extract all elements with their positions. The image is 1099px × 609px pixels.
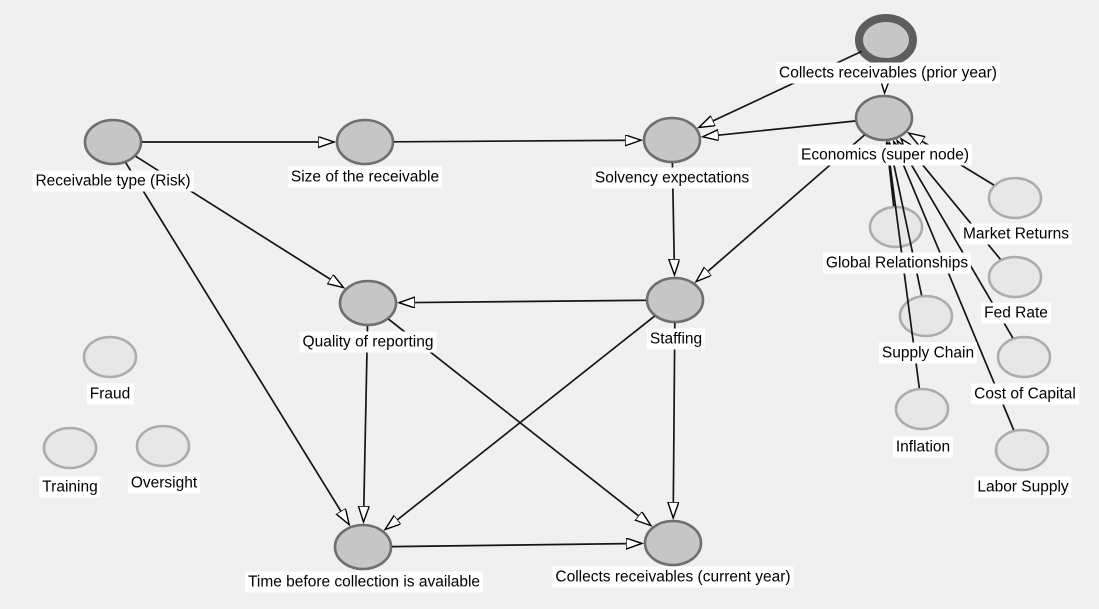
node-fraud[interactable] — [82, 335, 138, 379]
node-inflation[interactable] — [894, 387, 950, 431]
node-label-cost_of_capital[interactable]: Cost of Capital — [971, 383, 1079, 405]
edge-quality-time_before[interactable] — [364, 325, 368, 522]
node-label-fraud[interactable]: Fraud — [86, 383, 134, 405]
node-current_year[interactable] — [643, 519, 703, 567]
node-oversight[interactable] — [135, 424, 191, 468]
node-label-solvency[interactable]: Solvency expectations — [591, 167, 753, 189]
node-label-oversight[interactable]: Oversight — [127, 472, 201, 494]
node-quality[interactable] — [338, 279, 398, 327]
nodes-layer — [42, 14, 1052, 571]
node-economics[interactable] — [854, 94, 914, 142]
node-label-quality[interactable]: Quality of reporting — [299, 331, 437, 353]
node-supply_chain[interactable] — [898, 294, 954, 338]
edge-labor_supply-economics[interactable] — [894, 142, 1015, 431]
node-staffing[interactable] — [645, 276, 705, 324]
node-label-size_receivable[interactable]: Size of the receivable — [287, 166, 443, 188]
node-label-staffing[interactable]: Staffing — [646, 328, 706, 350]
node-label-economics[interactable]: Economics (super node) — [798, 144, 972, 166]
node-size_receivable[interactable] — [335, 118, 395, 166]
edge-time_before-current_year[interactable] — [391, 543, 642, 546]
node-fed_rate[interactable] — [987, 255, 1043, 299]
edge-staffing-quality[interactable] — [399, 300, 647, 302]
node-label-labor_supply[interactable]: Labor Supply — [974, 476, 1072, 498]
edge-staffing-current_year[interactable] — [673, 322, 675, 518]
node-solvency[interactable] — [642, 116, 702, 164]
node-training[interactable] — [42, 426, 98, 470]
edge-quality-current_year[interactable] — [388, 318, 651, 525]
edge-economics-solvency[interactable] — [703, 120, 856, 137]
node-label-fed_rate[interactable]: Fed Rate — [981, 302, 1051, 324]
node-label-global_relationships[interactable]: Global Relationships — [822, 252, 972, 274]
node-label-training[interactable]: Training — [39, 476, 101, 498]
node-label-time_before[interactable]: Time before collection is available — [244, 571, 484, 593]
node-receivable_type[interactable] — [83, 118, 143, 166]
edge-receivable_type-time_before[interactable] — [124, 162, 350, 525]
node-label-inflation[interactable]: Inflation — [892, 436, 954, 458]
node-market_returns[interactable] — [987, 176, 1043, 220]
node-labor_supply[interactable] — [994, 428, 1050, 472]
node-prior_year[interactable] — [855, 14, 917, 66]
node-label-prior_year[interactable]: Collects receivables (prior year) — [776, 62, 1000, 84]
node-label-receivable_type[interactable]: Receivable type (Risk) — [32, 170, 194, 192]
edge-size_receivable-solvency[interactable] — [393, 140, 641, 142]
node-label-market_returns[interactable]: Market Returns — [960, 223, 1072, 245]
node-time_before[interactable] — [333, 523, 393, 571]
node-label-current_year[interactable]: Collects receivables (current year) — [552, 566, 794, 588]
node-cost_of_capital[interactable] — [996, 335, 1052, 379]
node-label-supply_chain[interactable]: Supply Chain — [878, 342, 978, 364]
